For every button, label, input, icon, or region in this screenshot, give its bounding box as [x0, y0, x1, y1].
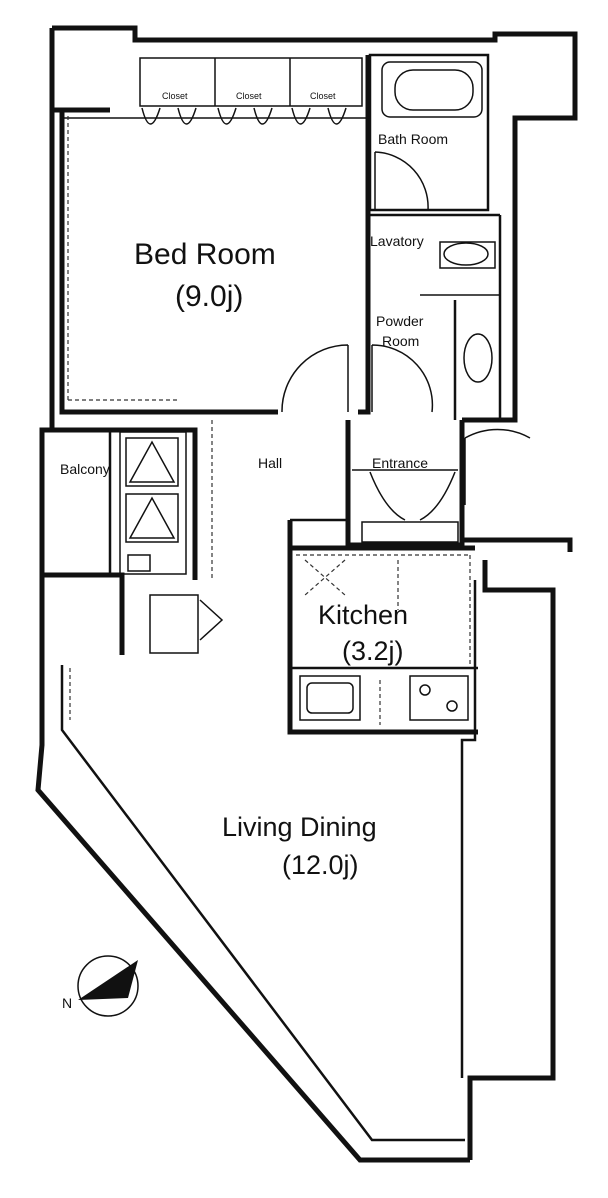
bathroom-label: Bath Room: [378, 131, 448, 147]
compass-north-letter: N: [62, 995, 72, 1011]
doors: [141, 107, 531, 641]
kitchen-label: Kitchen: [318, 600, 408, 630]
powder-room-label-1: Powder: [376, 313, 424, 329]
closet-label-1: Closet: [162, 91, 188, 101]
compass: N: [62, 955, 139, 1017]
fixtures: [125, 61, 496, 725]
closet-label-3: Closet: [310, 91, 336, 101]
outer-walls: [35, 25, 578, 1163]
powder-room-label-2: Room: [382, 333, 419, 349]
living-size: (12.0j): [282, 850, 359, 880]
closet-label-2: Closet: [236, 91, 262, 101]
room-labels: Bed Room (9.0j) Kitchen (3.2j) Living Di…: [60, 91, 448, 880]
interior-walls: [42, 53, 502, 735]
living-label: Living Dining: [222, 812, 377, 842]
hall-label: Hall: [258, 455, 282, 471]
bedroom-size: (9.0j): [175, 280, 243, 313]
kitchen-size: (3.2j): [342, 636, 404, 666]
entrance-label: Entrance: [372, 455, 428, 471]
balcony-label: Balcony: [60, 461, 110, 477]
bedroom-label: Bed Room: [134, 238, 276, 271]
lavatory-label: Lavatory: [370, 233, 424, 249]
